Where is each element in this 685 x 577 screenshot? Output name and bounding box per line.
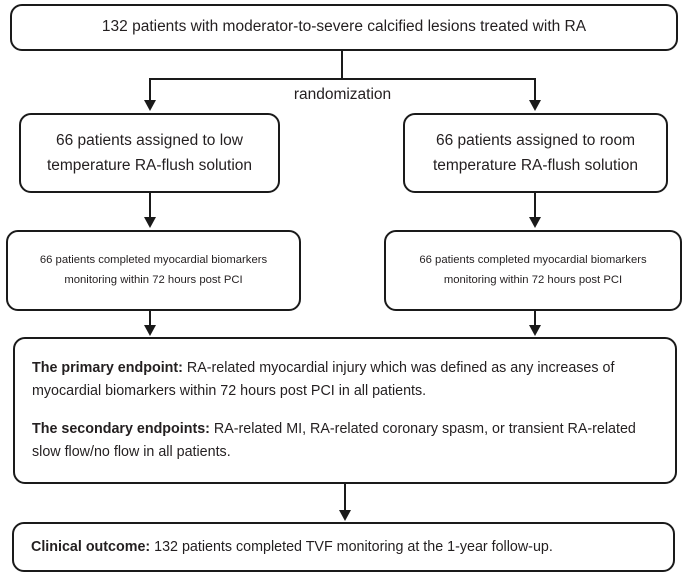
allocation-low-line1: 66 patients assigned to low <box>56 131 243 149</box>
monitoring-box-left: 66 patients completed myocardial biomark… <box>6 230 301 311</box>
allocation-room-line2: temperature RA-flush solution <box>432 157 639 174</box>
monitoring-right-line2: monitoring within 72 hours post PCI <box>443 273 623 286</box>
allocation-room-line1: 66 patients assigned to room <box>435 131 636 149</box>
primary-endpoint-body: RA-related myocardial injury which was d… <box>32 360 615 400</box>
connector-randomization-left <box>149 78 152 102</box>
monitoring-right-line1: 66 patients completed myocardial biomark… <box>419 253 647 266</box>
primary-endpoint-label: The primary endpoint: <box>32 360 183 377</box>
randomization-label: randomization <box>293 86 392 103</box>
allocation-box-low-temperature: 66 patients assigned to low temperature … <box>19 113 280 193</box>
monitoring-box-right: 66 patients completed myocardial biomark… <box>384 230 682 311</box>
enrollment-box: 132 patients with moderator-to-severe ca… <box>10 4 678 51</box>
arrowhead-outcome-icon <box>339 510 351 521</box>
connector-allocation-to-monitoring-left <box>149 193 152 219</box>
allocation-low-line2: temperature RA-flush solution <box>46 157 253 174</box>
arrowhead-endpoints-left-icon <box>144 325 156 336</box>
clinical-outcome-body: 132 patients completed TVF monitoring at… <box>150 538 553 555</box>
arrowhead-monitoring-right-icon <box>529 217 541 228</box>
monitoring-left-text: 66 patients completed myocardial biomark… <box>32 251 275 291</box>
allocation-low-text: 66 patients assigned to low temperature … <box>37 128 262 178</box>
connector-randomization-right <box>534 78 537 102</box>
allocation-box-room-temperature: 66 patients assigned to room temperature… <box>403 113 668 193</box>
monitoring-left-line2: monitoring within 72 hours post PCI <box>64 273 243 286</box>
monitoring-right-text: 66 patients completed myocardial biomark… <box>411 251 654 291</box>
arrowhead-randomization-right-icon <box>529 100 541 111</box>
connector-enrollment-trunk <box>341 51 344 80</box>
clinical-outcome-box: Clinical outcome: 132 patients completed… <box>12 522 675 572</box>
secondary-endpoint-body: RA-related MI, RA-related coronary spasm… <box>32 420 636 460</box>
secondary-endpoint-label: The secondary endpoints: <box>32 420 210 437</box>
clinical-outcome-label: Clinical outcome: <box>31 538 151 555</box>
endpoints-box: The primary endpoint: RA-related myocard… <box>13 337 677 484</box>
enrollment-text: 132 patients with moderator-to-severe ca… <box>101 18 587 36</box>
allocation-room-text: 66 patients assigned to room temperature… <box>423 128 648 178</box>
connector-allocation-to-monitoring-right <box>534 193 537 219</box>
connector-monitoring-to-endpoints-left <box>149 311 152 327</box>
connector-monitoring-to-endpoints-right <box>534 311 537 327</box>
arrowhead-endpoints-right-icon <box>529 325 541 336</box>
primary-endpoint-paragraph: The primary endpoint: RA-related myocard… <box>32 357 658 403</box>
clinical-outcome-paragraph: Clinical outcome: 132 patients completed… <box>31 537 553 557</box>
connector-endpoints-to-outcome <box>344 484 347 512</box>
monitoring-left-line1: 66 patients completed myocardial biomark… <box>39 253 268 266</box>
connector-randomization-bar <box>149 78 536 81</box>
arrowhead-randomization-left-icon <box>144 100 156 111</box>
arrowhead-monitoring-left-icon <box>144 217 156 228</box>
secondary-endpoint-paragraph: The secondary endpoints: RA-related MI, … <box>32 418 658 464</box>
